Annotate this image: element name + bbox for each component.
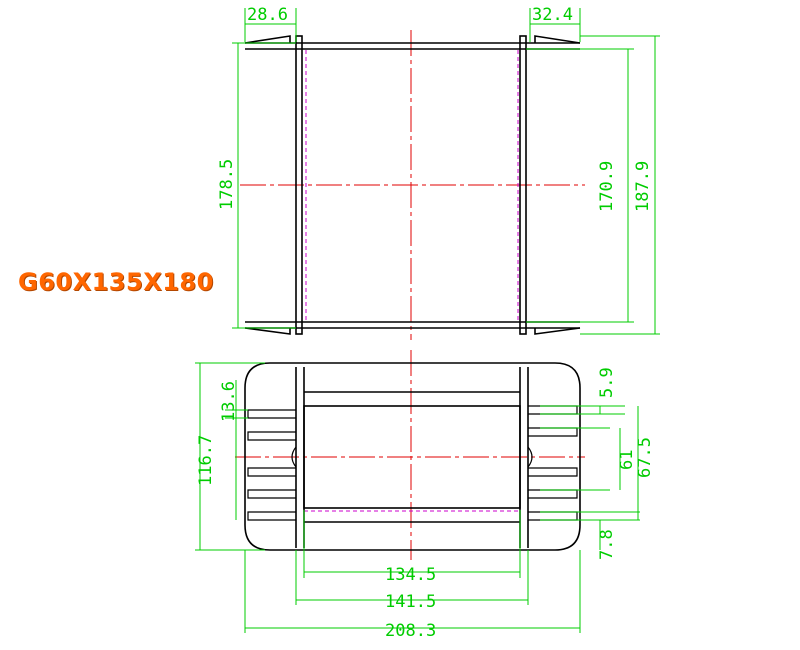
dim-height-inner-right <box>526 48 634 323</box>
left-wall <box>295 35 307 335</box>
dim-bottom-right <box>540 405 640 550</box>
dim-label-bottom-left-height: 116.7 <box>196 435 216 486</box>
bottom-view: 116.7 13.6 5.9 61 67.5 7.8 <box>195 350 655 641</box>
dim-label-top-flange-right: 32.4 <box>532 5 573 25</box>
model-label: G60X135X180 <box>18 268 214 296</box>
dim-label-bottom-right-61: 61 <box>617 450 637 470</box>
dim-height-inner-left <box>232 42 296 329</box>
dim-label-bottom-right-59: 5.9 <box>597 367 617 398</box>
dim-label-bottom-right-78: 7.8 <box>597 529 617 560</box>
dim-width-overall <box>244 550 581 633</box>
dim-label-bottom-left-fin: 13.6 <box>219 381 239 422</box>
dim-label-width-inner: 134.5 <box>385 565 436 585</box>
dim-width-mid <box>295 550 529 605</box>
bottom-flange <box>244 321 581 335</box>
left-fins <box>247 409 297 521</box>
dim-label-height-overall: 187.9 <box>633 161 653 212</box>
top-view: 28.6 32.4 178.5 170.9 187.9 <box>217 5 660 340</box>
dim-label-height-inner-right: 170.9 <box>597 161 617 212</box>
right-wall <box>517 35 527 335</box>
dim-bottom-left-fin <box>225 380 248 520</box>
dim-width-inner <box>303 510 521 578</box>
top-flange <box>244 35 581 50</box>
dim-label-bottom-right-675: 67.5 <box>635 437 655 478</box>
dim-label-width-overall: 208.3 <box>385 621 436 641</box>
dim-label-top-flange-left: 28.6 <box>247 5 288 25</box>
dim-bottom-left-height <box>195 362 265 551</box>
bobbin-outline <box>244 362 581 551</box>
dim-label-width-mid: 141.5 <box>385 592 436 612</box>
dim-top-flange-left <box>244 8 297 42</box>
dim-label-height-inner-left: 178.5 <box>217 159 237 210</box>
dim-height-overall <box>580 35 660 335</box>
right-fins <box>527 405 578 521</box>
